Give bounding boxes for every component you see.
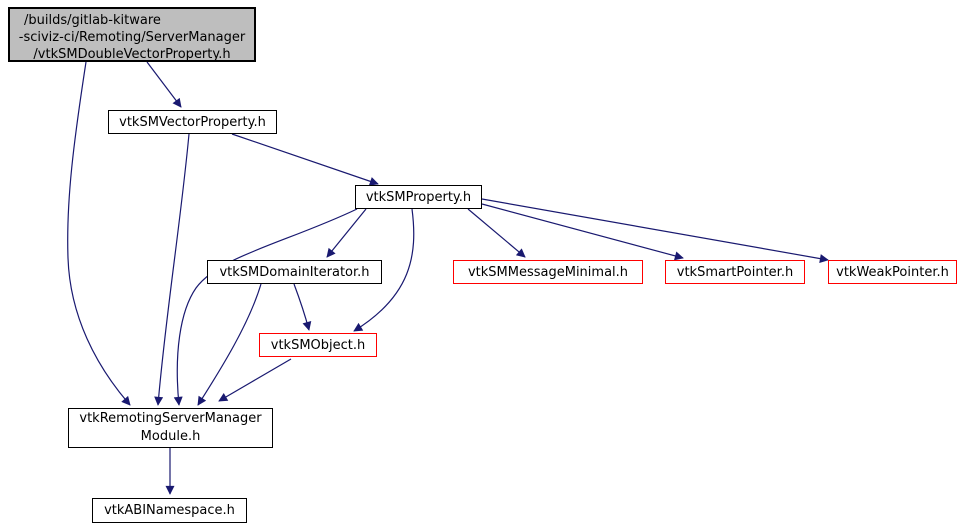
node-label: vtkSmartPointer.h (676, 264, 794, 280)
edge-sm-property-to-weak-pointer (481, 198, 829, 264)
edge-domain-iterator-to-remoting-module (197, 283, 262, 406)
node-label: vtkSMDomainIterator.h (219, 264, 370, 280)
graph-node-root-file: /builds/gitlab-kitware -sciviz-ci/Remoti… (8, 7, 256, 62)
graph-node-message-minimal[interactable]: vtkSMMessageMinimal.h (453, 260, 643, 284)
edge-vector-property-to-sm-property (231, 133, 379, 186)
root-file-path-line: /builds/gitlab-kitware (24, 13, 161, 28)
graph-node-remoting-module[interactable]: vtkRemotingServerManager Module.h (68, 408, 273, 448)
edge-sm-property-to-smart-pointer (481, 203, 684, 261)
edge-sm-property-to-domain-iterator (326, 208, 367, 258)
node-label: vtkABINamespace.h (104, 503, 235, 518)
edge-sm-object-to-remoting-module (218, 358, 292, 402)
node-label: vtkSMObject.h (270, 337, 366, 353)
node-label: vtkWeakPointer.h (836, 264, 949, 280)
edge-root-to-remoting-module (67, 61, 131, 406)
root-file-path-line: /vtkSMDoubleVectorProperty.h (33, 47, 231, 62)
graph-node-smart-pointer[interactable]: vtkSmartPointer.h (665, 260, 805, 284)
edge-sm-property-to-sm-object (353, 208, 415, 332)
node-label: vtkSMProperty.h (365, 189, 472, 205)
edge-vector-property-to-remoting-module (154, 133, 190, 406)
node-label: vtkRemotingServerManager (79, 411, 262, 426)
edge-root-to-vector-property (146, 61, 182, 108)
edge-sm-property-to-remoting-module (173, 208, 358, 406)
graph-node-domain-iterator[interactable]: vtkSMDomainIterator.h (207, 260, 382, 284)
node-label: Module.h (140, 429, 201, 444)
edge-sm-property-to-message-minimal (467, 208, 526, 258)
graph-node-abi-namespace[interactable]: vtkABINamespace.h (92, 498, 247, 523)
node-label: vtkSMMessageMinimal.h (467, 264, 629, 280)
edge-domain-iterator-to-sm-object (293, 283, 312, 331)
node-label: vtkSMVectorProperty.h (119, 114, 266, 130)
graph-node-vector-property[interactable]: vtkSMVectorProperty.h (108, 110, 277, 134)
root-file-path-line: -sciviz-ci/Remoting/ServerManager (18, 30, 246, 45)
graph-node-sm-object[interactable]: vtkSMObject.h (259, 333, 377, 357)
graph-node-weak-pointer[interactable]: vtkWeakPointer.h (828, 260, 957, 284)
graph-node-sm-property[interactable]: vtkSMProperty.h (355, 185, 482, 209)
